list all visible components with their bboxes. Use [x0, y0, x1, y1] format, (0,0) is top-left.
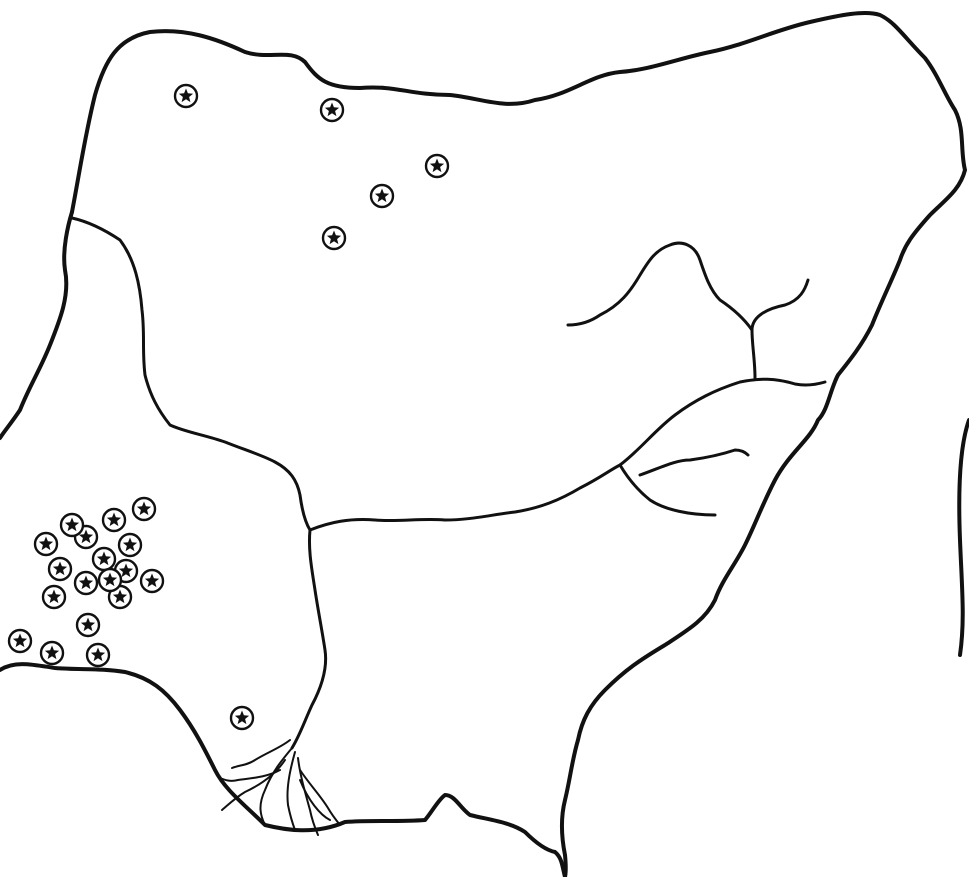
niger-delta [219, 739, 341, 836]
country-outline [70, 11, 967, 877]
circled-star-icon [59, 512, 85, 538]
circled-star-icon [47, 556, 73, 582]
circled-star-icon [91, 546, 117, 572]
circled-star-icon [117, 532, 143, 558]
river-benue-north-arm [750, 278, 810, 380]
east-border-fragment [957, 418, 969, 657]
circled-star-icon [131, 496, 157, 522]
circled-star-icon [139, 568, 165, 594]
river-benue [308, 377, 827, 532]
river-tributary-south [618, 463, 717, 517]
circled-star-icon [97, 567, 123, 593]
circled-star-icon [85, 642, 111, 668]
circled-star-icon [424, 153, 450, 179]
circled-star-icon [39, 640, 65, 666]
circled-star-icon [7, 628, 33, 654]
west-border [0, 210, 74, 440]
circled-star-icon [33, 531, 59, 557]
river-niger-lower [290, 528, 328, 750]
circled-star-icon [75, 612, 101, 638]
markers-layer [7, 83, 450, 731]
circled-star-icon [173, 83, 199, 109]
river-tributary-east [638, 448, 750, 477]
circled-star-icon [73, 570, 99, 596]
circled-star-icon [101, 507, 127, 533]
circled-star-icon [41, 584, 67, 610]
coastline [0, 662, 567, 877]
circled-star-icon [369, 183, 395, 209]
circled-star-icon [321, 225, 347, 251]
circled-star-icon [319, 97, 345, 123]
river-niger-upper [70, 216, 312, 532]
river-tributary-north [566, 241, 754, 332]
circled-star-icon [229, 705, 255, 731]
